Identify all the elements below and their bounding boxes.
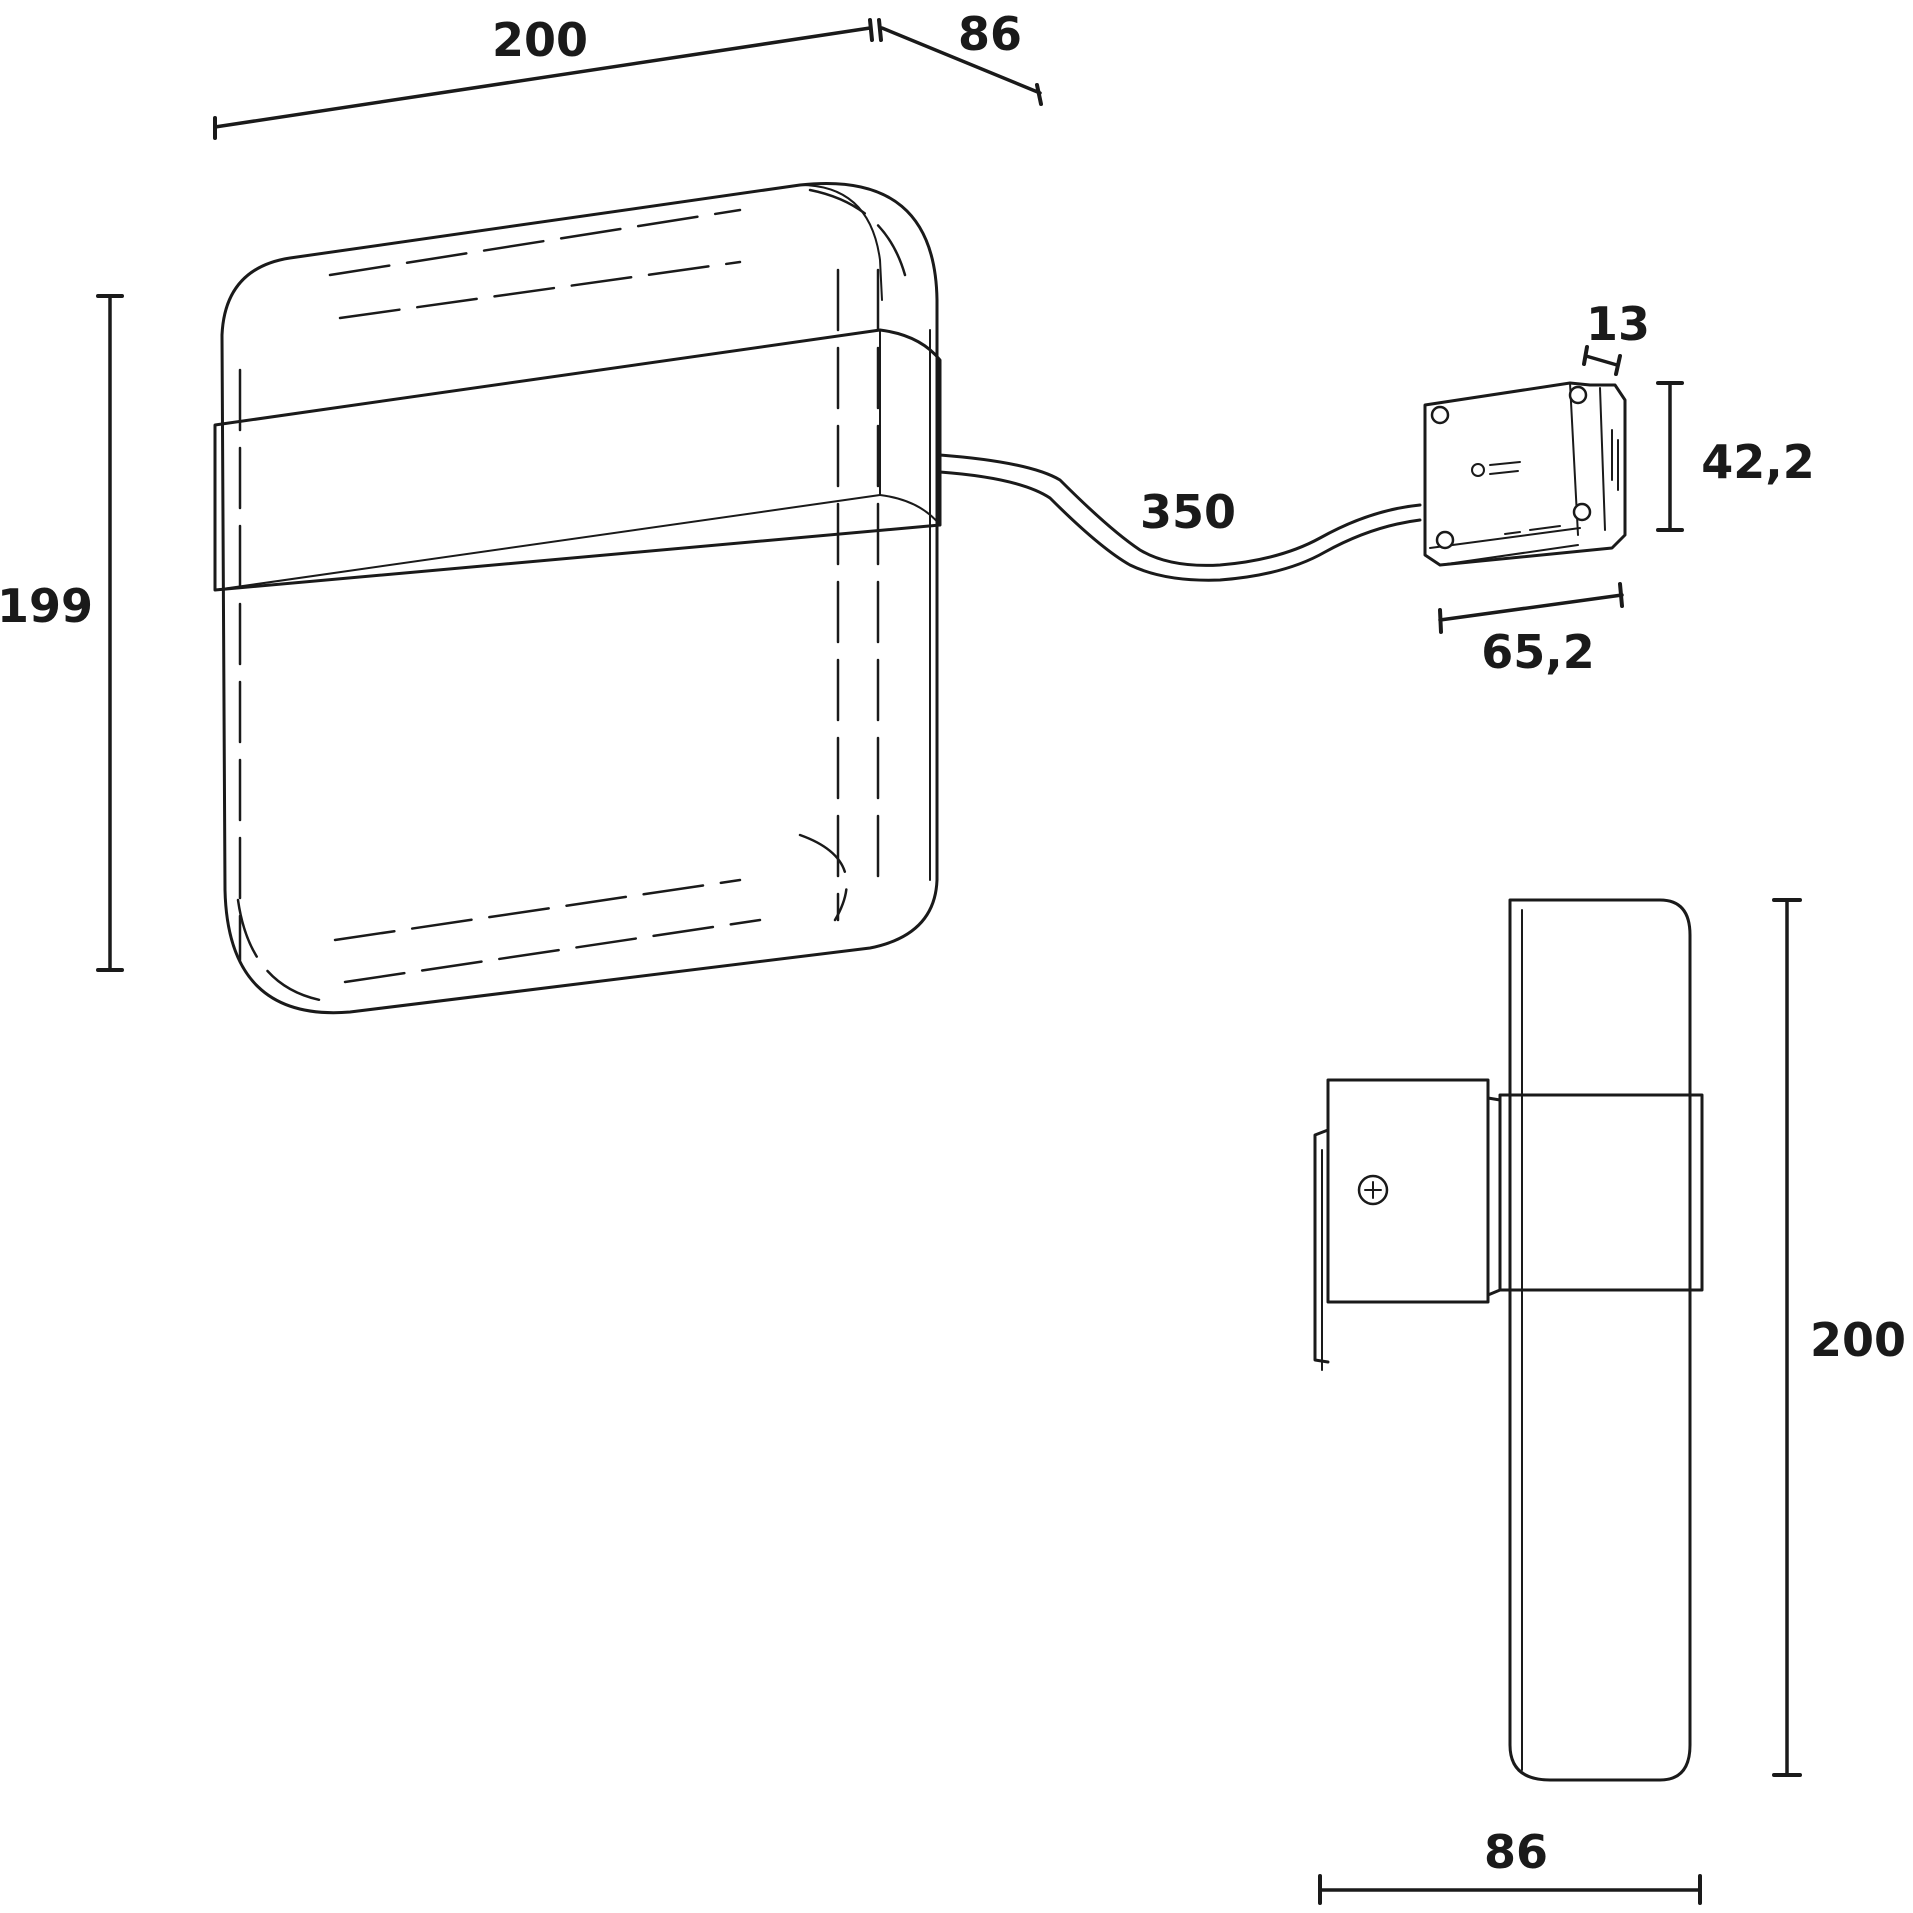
logo-icon (1471, 463, 1485, 477)
screw-icon (1435, 530, 1455, 550)
screw-icon (1568, 385, 1588, 405)
power-cable (938, 453, 1422, 582)
dim-side-depth: 86 (1484, 1825, 1548, 1879)
dim-left-height: 199 (0, 579, 93, 633)
dim-top-depth: 86 (958, 7, 1022, 61)
lamp-perspective-view (213, 182, 942, 1015)
lamp-side-view (1313, 898, 1704, 1782)
dim-driver-thickness: 13 (1586, 297, 1650, 351)
screw-icon (1572, 502, 1592, 522)
dim-side-height: 200 (1810, 1313, 1906, 1367)
dim-cable-length: 350 (1140, 485, 1236, 539)
dim-driver-height: 42,2 (1701, 435, 1815, 489)
dimension-lines (96, 18, 1802, 1905)
dim-driver-width: 65,2 (1481, 625, 1595, 679)
screw-icon (1430, 405, 1450, 425)
dim-top-width: 200 (492, 13, 588, 67)
driver-box (1423, 381, 1627, 567)
